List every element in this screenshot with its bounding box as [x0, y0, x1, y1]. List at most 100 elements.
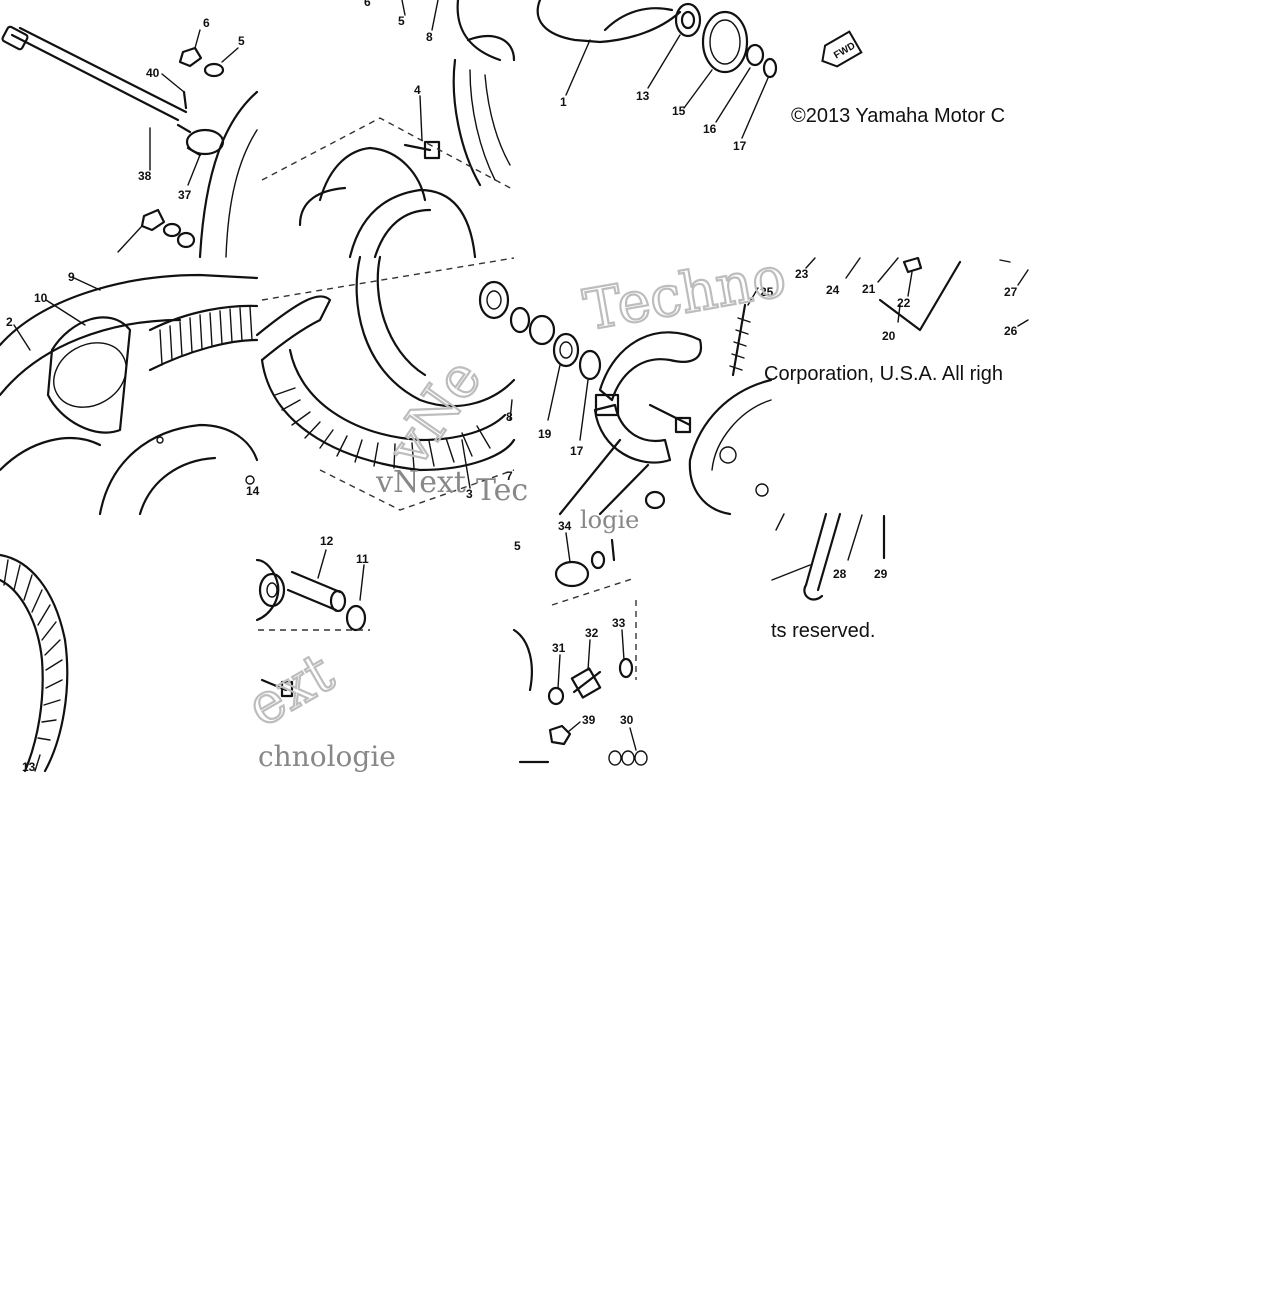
drum-rim [452, 58, 482, 187]
tile-ring-gear: 8 3 7 [255, 255, 516, 511]
callout-40: 40 [146, 66, 160, 80]
callout-5: 5 [238, 34, 245, 48]
callout-5-lower: 5 [514, 539, 521, 553]
brake-panel-body [318, 146, 427, 202]
callout-8-top: 8 [426, 30, 433, 44]
tile-seams [771, 140, 1028, 257]
watermark-tec: Tec [476, 473, 528, 508]
callout-31: 31 [552, 641, 566, 655]
tile-copyright-3: 28 29 ts reserved. [771, 512, 888, 642]
callout-33: 33 [612, 616, 626, 630]
callout-25: 25 [760, 285, 774, 299]
seal-11 [345, 604, 367, 632]
callout-21: 21 [862, 282, 876, 296]
gear-housing [536, 0, 682, 44]
tile-brake-shoes: 25 19 17 [509, 285, 774, 516]
callout-5-top: 5 [398, 14, 405, 28]
callout-34: 34 [558, 519, 572, 533]
callout-16: 16 [703, 122, 717, 136]
ring-gear-teeth [274, 387, 491, 469]
callout-24: 24 [826, 283, 840, 297]
callout-22: 22 [897, 296, 911, 310]
callout-6: 6 [203, 16, 210, 30]
callout-19: 19 [538, 427, 552, 441]
callout-28: 28 [833, 567, 847, 581]
axle-head [1, 25, 29, 51]
watermark-techno: Techno [579, 244, 791, 343]
callout-27: 27 [1004, 285, 1018, 299]
callout-10: 10 [34, 291, 48, 305]
tile-copyright-2: 23 24 21 22 20 27 26 Corporation, U.S.A.… [764, 256, 1029, 385]
bearing-13 [674, 2, 702, 38]
callout-13-lower: 13 [22, 760, 36, 774]
callout-9: 9 [68, 270, 75, 284]
callout-17-mid: 17 [570, 444, 584, 458]
callout-8-mid: 8 [506, 410, 513, 424]
tile-axle: 6 5 40 38 37 [1, 16, 259, 259]
watermark-vne: vNe [376, 348, 495, 479]
copyright-text-1: ©2013 Yamaha Motor C [791, 105, 1005, 127]
bearing-lower [258, 572, 286, 608]
watermark-logie: logie [580, 506, 639, 534]
callout-20: 20 [882, 329, 896, 343]
key-22 [902, 256, 923, 274]
circlip [528, 314, 556, 346]
callout-11: 11 [356, 552, 369, 566]
washer-17 [578, 349, 602, 381]
drum-lower-rim [0, 553, 69, 773]
callout-15: 15 [672, 104, 686, 118]
tile-housing: 1 13 15 16 17 [536, 0, 778, 153]
watermark-vnext: vNext [375, 465, 466, 500]
nut-6 [178, 46, 203, 68]
tile-spacer: 12 11 [255, 534, 370, 698]
gear-19 [552, 332, 580, 368]
copyright-text-3: ts reserved. [771, 620, 875, 642]
spring-25 [731, 303, 747, 377]
fwd-arrow-icon: FWD [821, 30, 863, 68]
callout-3: 3 [466, 487, 473, 501]
watermark-layer: Techno vNe vNext Tec logie ext chnologie [235, 243, 791, 773]
hub-rim-edge [198, 90, 259, 259]
watermark-ext: ext [237, 640, 345, 740]
seal-15 [701, 10, 749, 74]
callout-29: 29 [874, 567, 888, 581]
brake-shoe-upper [598, 331, 703, 402]
boot-10 [46, 316, 132, 434]
collar-16 [745, 43, 765, 67]
spacer-12 [286, 570, 342, 612]
backing-plate [688, 378, 773, 516]
nut-39 [548, 724, 572, 746]
tile-copyright-1: FWD ©2013 Yamaha Motor C [791, 30, 1005, 127]
callout-1: 1 [560, 95, 567, 109]
callout-26: 26 [1004, 324, 1018, 338]
callout-12: 12 [320, 534, 334, 548]
tile-brake-panel-top: 6 5 8 4 [261, 0, 516, 259]
washer-5 [203, 62, 225, 78]
tile-drum-lower: 13 [0, 553, 69, 774]
callout-30: 30 [620, 713, 634, 727]
callout-4: 4 [414, 83, 421, 97]
callout-7: 7 [506, 469, 513, 483]
gear-34 [554, 560, 590, 588]
drum-lower-teeth [3, 559, 63, 741]
watermark-chnologie: chnologie [258, 740, 396, 773]
copyright-text-2: Corporation, U.S.A. All righ [764, 363, 1003, 385]
drum-teeth [159, 306, 253, 366]
brake-shoe-lower [593, 403, 672, 464]
bearing-left [478, 280, 510, 320]
callout-37: 37 [178, 188, 192, 202]
callout-23: 23 [795, 267, 809, 281]
brake-lever [816, 512, 842, 592]
callout-38: 38 [138, 169, 152, 183]
tile-speedo-gear: 34 5 31 32 33 39 30 [512, 519, 648, 766]
ring-gear-outer [260, 358, 516, 472]
callout-39: 39 [582, 713, 596, 727]
callout-13: 13 [636, 89, 650, 103]
callout-17: 17 [733, 139, 747, 153]
tile-drum-left: 9 10 2 14 [0, 270, 260, 516]
callout-32: 32 [585, 626, 599, 640]
callout-2: 2 [6, 315, 13, 329]
callout-14: 14 [246, 484, 260, 498]
